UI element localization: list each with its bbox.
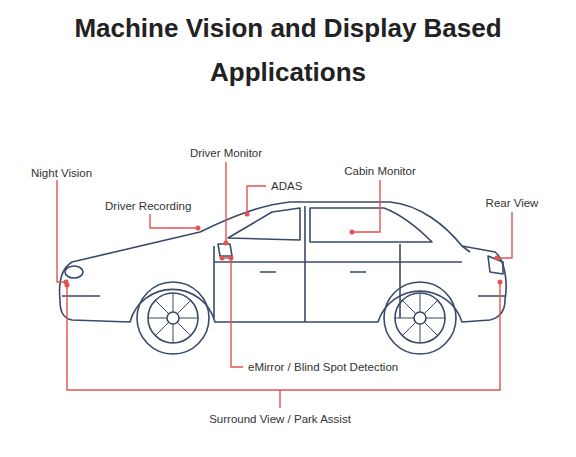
- emirror-label: eMirror / Blind Spot Detection: [247, 360, 399, 374]
- surround-view-label: Surround View / Park Assist: [208, 412, 352, 426]
- driver-recording-label: Driver Recording: [104, 199, 192, 213]
- rear-view-label: Rear View: [485, 196, 540, 210]
- adas-label: ADAS: [270, 179, 303, 193]
- driver-monitor-label: Driver Monitor: [189, 146, 263, 160]
- title: Machine Vision and Display Based Applica…: [38, 6, 538, 94]
- cabin-monitor-label: Cabin Monitor: [343, 164, 417, 178]
- leader-lines: [57, 162, 512, 408]
- night-vision-label: Night Vision: [30, 166, 93, 180]
